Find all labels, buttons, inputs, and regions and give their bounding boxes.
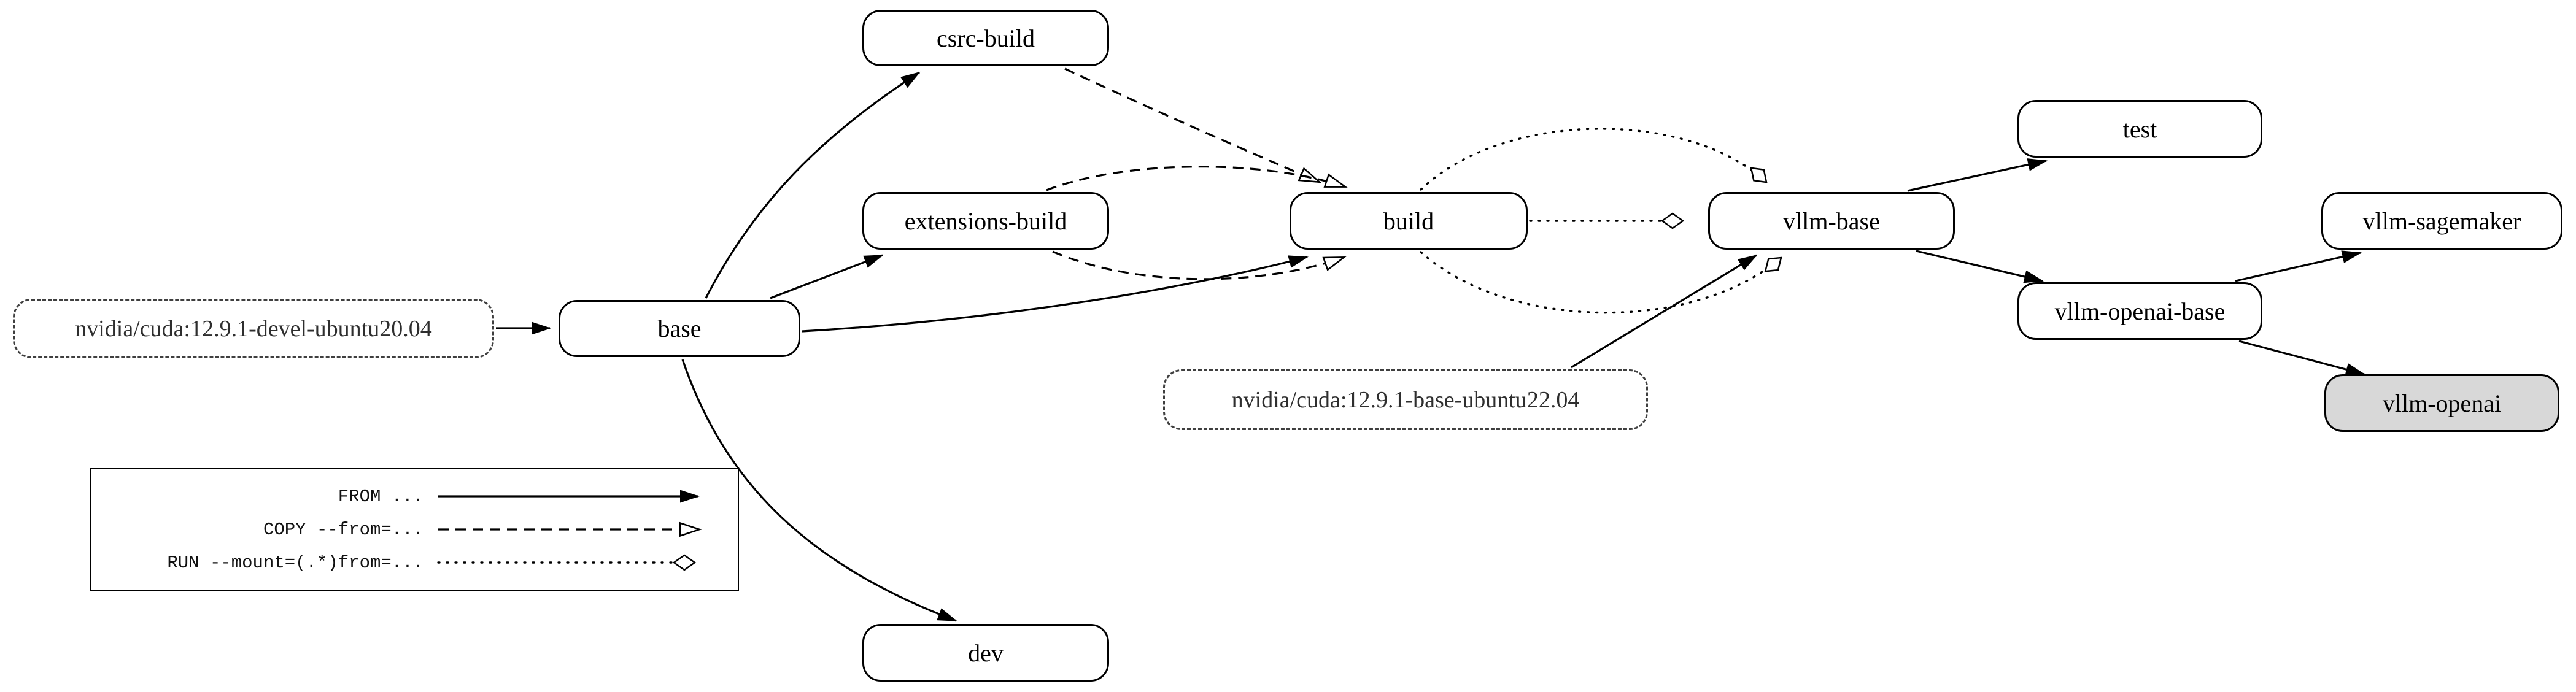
node-base: base xyxy=(559,300,800,357)
edge-vllm-base-to-test xyxy=(1907,158,2048,192)
node-build: build xyxy=(1290,192,1528,250)
legend-copy-label: COPY --from=... xyxy=(263,519,424,540)
node-extensions-build-label: extensions-build xyxy=(904,207,1067,235)
node-dev-label: dev xyxy=(968,639,1004,667)
node-cuda-devel-ubuntu20: nvidia/cuda:12.9.1-devel-ubuntu20.04 xyxy=(13,299,494,358)
edge-build-to-vllm-base-run-lower xyxy=(1420,251,1782,314)
node-vllm-base-label: vllm-base xyxy=(1783,207,1880,235)
edge-base-to-extensions-build xyxy=(770,254,884,299)
edge-vllm-openai-base-to-vllm-sagemaker xyxy=(2235,250,2362,282)
node-cuda-base-ubuntu22-label: nvidia/cuda:12.9.1-base-ubuntu22.04 xyxy=(1231,386,1580,413)
edge-vllm-base-to-vllm-openai-base xyxy=(1916,250,2044,283)
edge-base-to-build xyxy=(802,255,1309,333)
edge-base-to-dev xyxy=(681,359,957,622)
node-test: test xyxy=(2017,100,2262,158)
legend-row-from: FROM ... xyxy=(98,484,723,509)
legend-from-sample xyxy=(438,490,700,503)
edge-extensions-build-to-build-copy-lower xyxy=(1052,250,1347,280)
legend: FROM ... COPY --from=... RUN --mount=(.*… xyxy=(90,468,739,591)
edge-extensions-build-to-build-copy-upper xyxy=(1046,166,1348,191)
legend-row-run-mount: RUN --mount=(.*)from=... xyxy=(98,550,723,575)
node-extensions-build: extensions-build xyxy=(862,192,1109,250)
edge-cuda-base-to-vllm-base xyxy=(1571,254,1758,369)
edge-build-to-vllm-base-run-upper xyxy=(1420,128,1768,191)
legend-row-copy: COPY --from=... xyxy=(98,517,723,542)
node-vllm-sagemaker-label: vllm-sagemaker xyxy=(2362,207,2521,235)
node-vllm-openai-base-label: vllm-openai-base xyxy=(2054,297,2226,325)
node-vllm-base: vllm-base xyxy=(1708,192,1955,250)
legend-run-mount-sample xyxy=(437,554,697,571)
node-base-label: base xyxy=(657,315,702,342)
node-vllm-openai-label: vllm-openai xyxy=(2382,389,2502,417)
node-vllm-openai: vllm-openai xyxy=(2324,374,2559,432)
legend-from-label: FROM ... xyxy=(338,486,424,507)
legend-run-mount-label: RUN --mount=(.*)from=... xyxy=(167,552,424,573)
node-vllm-sagemaker: vllm-sagemaker xyxy=(2321,192,2562,250)
node-cuda-base-ubuntu22: nvidia/cuda:12.9.1-base-ubuntu22.04 xyxy=(1163,369,1648,430)
node-vllm-openai-base: vllm-openai-base xyxy=(2017,282,2262,340)
edge-base-to-csrc-build xyxy=(705,71,921,299)
edge-csrc-build-to-build-copy xyxy=(1064,67,1322,183)
node-test-label: test xyxy=(2122,115,2157,143)
node-csrc-build: csrc-build xyxy=(862,10,1109,66)
node-cuda-devel-ubuntu20-label: nvidia/cuda:12.9.1-devel-ubuntu20.04 xyxy=(75,315,432,342)
node-build-label: build xyxy=(1383,207,1434,235)
node-dev: dev xyxy=(862,624,1109,682)
node-csrc-build-label: csrc-build xyxy=(937,24,1035,52)
edge-vllm-openai-base-to-vllm-openai xyxy=(2238,340,2365,376)
legend-copy-sample xyxy=(438,521,703,537)
